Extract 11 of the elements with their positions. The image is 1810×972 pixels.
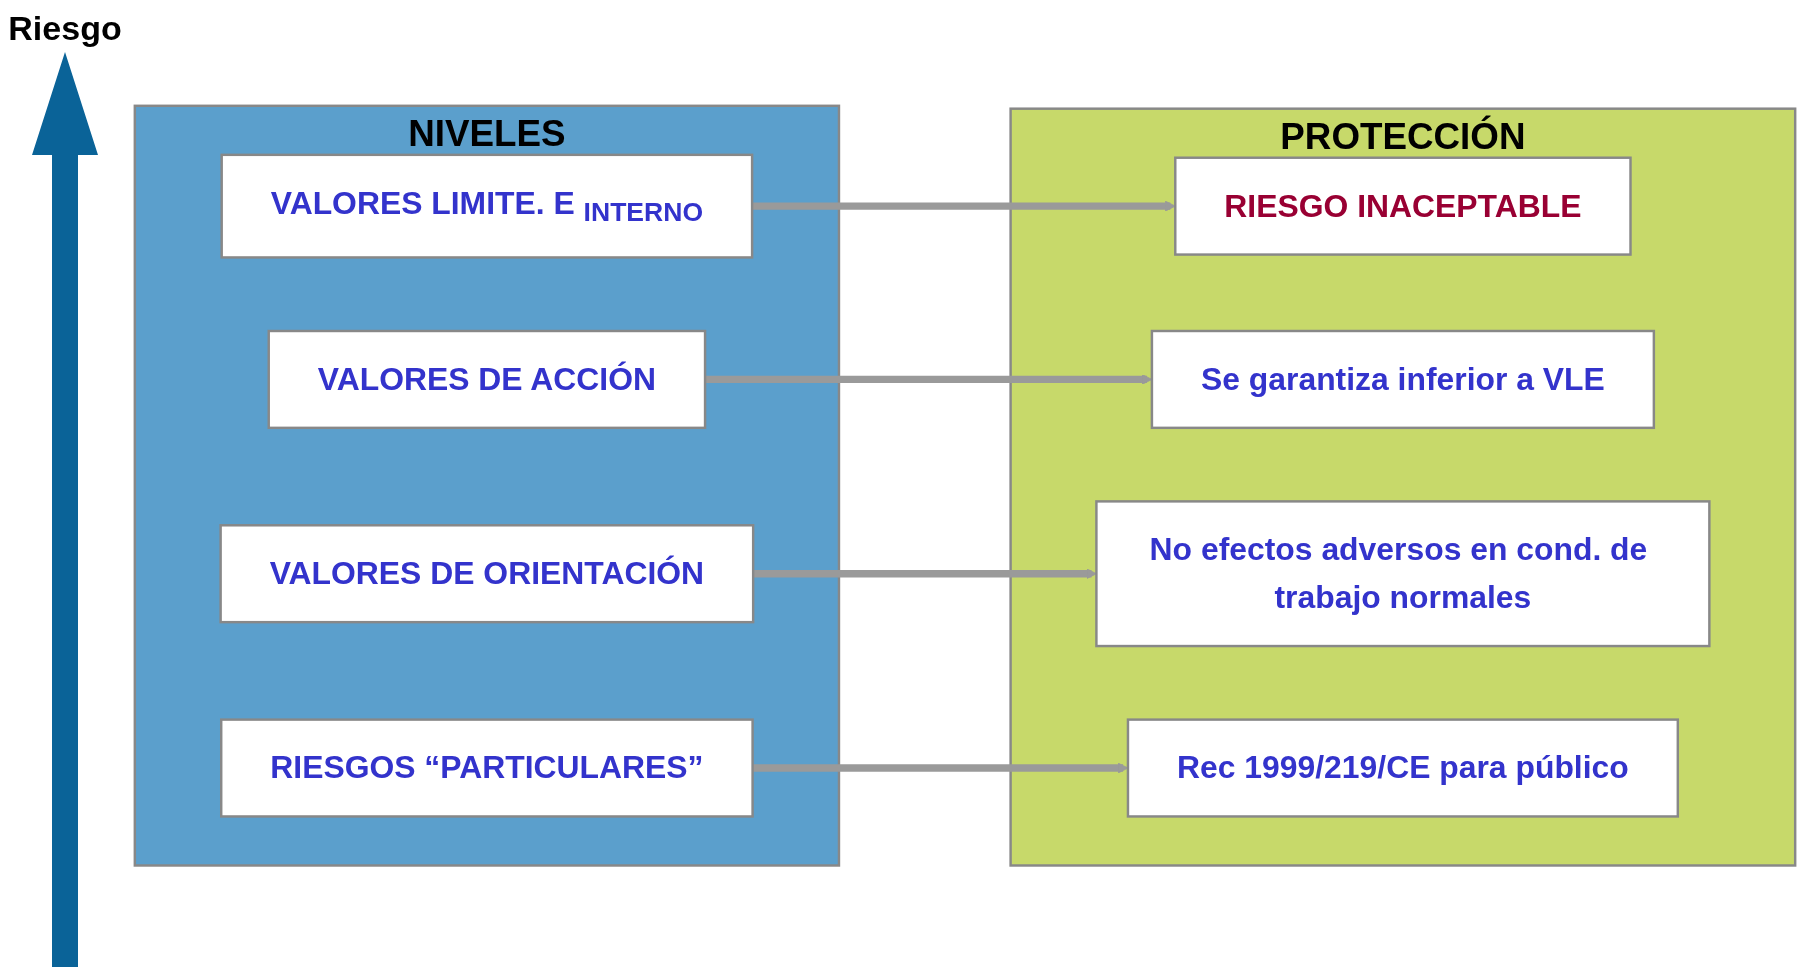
node-box: Rec 1999/219/CE para público — [1126, 718, 1680, 819]
node-box: VALORES LIMITE. E $_{INTERNO}$ — [220, 153, 754, 259]
node-box: RIESGO INACEPTABLE — [1174, 156, 1632, 257]
node-box: VALORES DE ORIENTACIÓN — [219, 524, 755, 624]
node-box: VALORES DE ACCIÓN — [267, 330, 707, 430]
arrow — [752, 201, 1176, 212]
axis-label: Riesgo — [8, 9, 122, 48]
node-box: No efectos adversos en cond. de trabajo normales — [1095, 500, 1711, 648]
node-box: RIESGOS “PARTICULARES” — [220, 718, 754, 819]
arrow — [753, 568, 1097, 580]
node-box: Se garantiza inferior a VLE — [1150, 330, 1656, 430]
